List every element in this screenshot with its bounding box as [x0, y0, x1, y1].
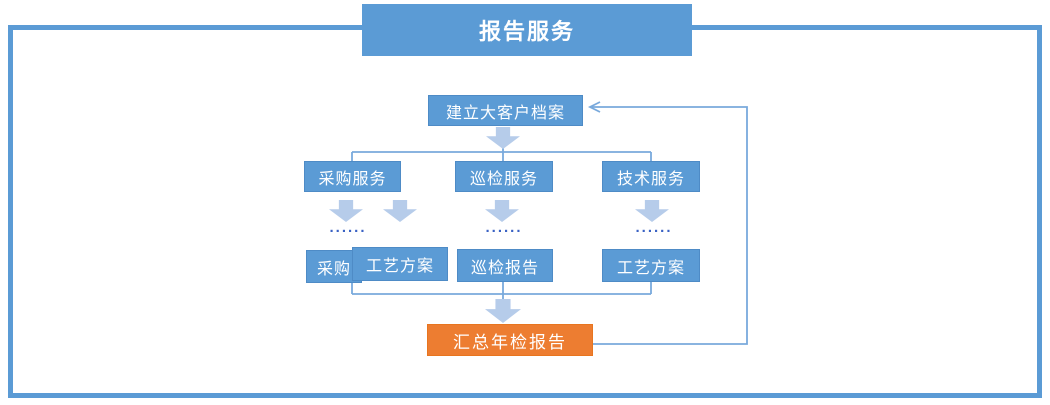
- node-summary-annual-report: 汇总年检报告: [427, 324, 593, 356]
- title-banner: 报告服务: [362, 4, 692, 56]
- node-process-plan-right: 工艺方案: [602, 249, 700, 282]
- node-create-customer-archive: 建立大客户档案: [428, 95, 583, 126]
- node-process-plan-left: 工艺方案: [352, 247, 448, 281]
- ellipsis-text: ......: [635, 219, 673, 236]
- node-inspection-service: 巡检服务: [455, 161, 553, 192]
- node-technical-service: 技术服务: [602, 161, 700, 192]
- feedback-loop-line: [592, 106, 748, 345]
- feedback-arrowhead-icon: [587, 101, 601, 113]
- ellipsis-text: ......: [329, 219, 367, 236]
- node-inspection-report: 巡检报告: [457, 249, 553, 282]
- node-procurement-service: 采购服务: [304, 161, 401, 192]
- ellipsis-text: ......: [485, 219, 523, 236]
